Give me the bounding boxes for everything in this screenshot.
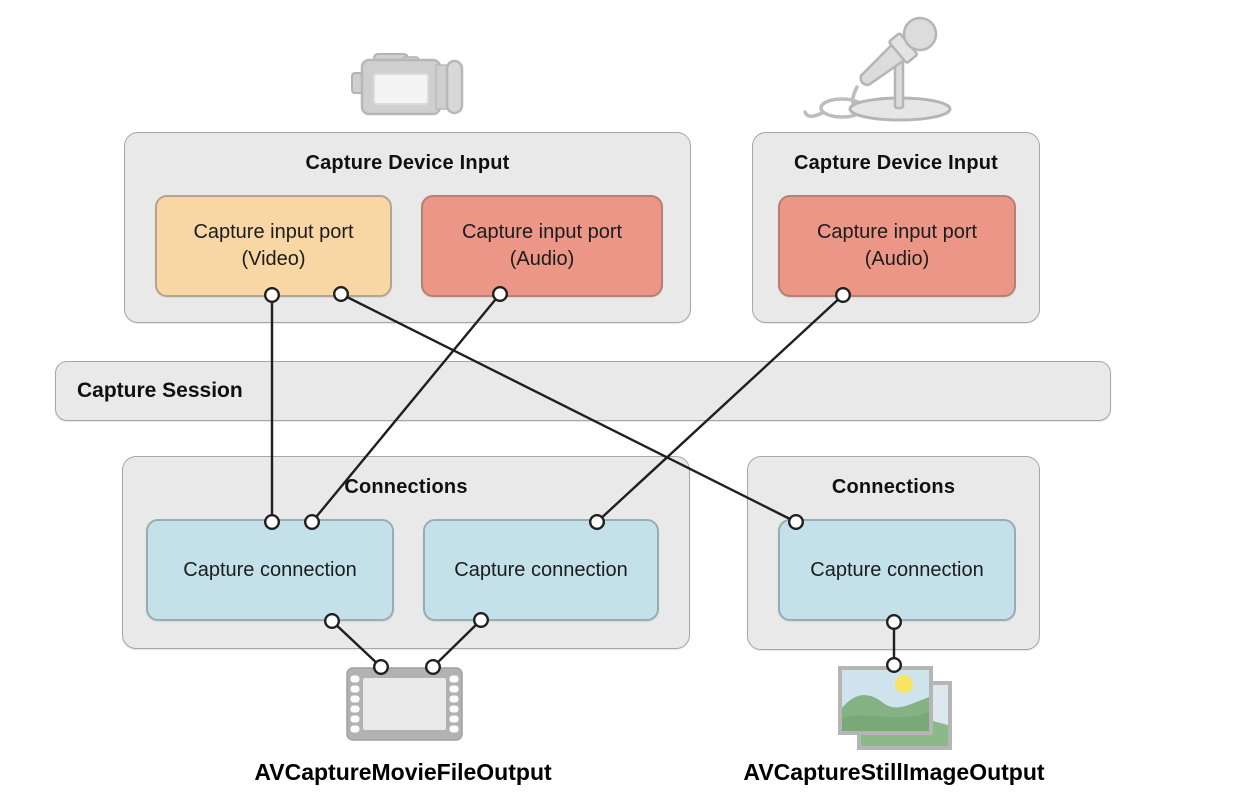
capture-connection-box: Capture connection [423,519,659,621]
photos-icon [838,666,952,750]
group-title: Capture Device Input [793,152,999,174]
group-title: Capture Device Input [305,152,510,174]
capture-input-port-audio: Capture input port (Audio) [421,195,663,297]
film-strip-icon [346,667,463,741]
microphone-icon [803,16,952,122]
video-camera-icon [351,53,464,116]
capture-input-port-audio: Capture input port (Audio) [778,195,1016,297]
connections-group-movie: Connections Capture connection Capture c… [122,456,690,649]
port-label-line2: (Audio) [509,248,575,270]
capture-device-input-group-camera: Capture Device Input Capture input port … [124,132,691,323]
port-label-line2: (Audio) [864,248,930,270]
session-title: Capture Session [77,379,243,402]
capture-input-port-video: Capture input port (Video) [155,195,392,297]
port-label-line1: Capture input port [193,221,354,243]
port-label-line2: (Video) [241,248,306,270]
output-label-movie-file: AVCaptureMovieFileOutput [254,759,552,785]
group-title: Connections [831,476,956,498]
capture-connection-box: Capture connection [146,519,394,621]
port-label-line1: Capture input port [816,221,978,243]
output-label-still-image: AVCaptureStillImageOutput [743,759,1045,785]
group-title: Connections [344,476,468,498]
capture-device-input-group-mic: Capture Device Input Capture input port … [752,132,1040,323]
port-label-line1: Capture input port [461,221,623,243]
capture-connection-box: Capture connection [778,519,1016,621]
capture-session-bar: Capture Session [55,361,1111,421]
connections-group-still: Connections Capture connection [747,456,1040,650]
